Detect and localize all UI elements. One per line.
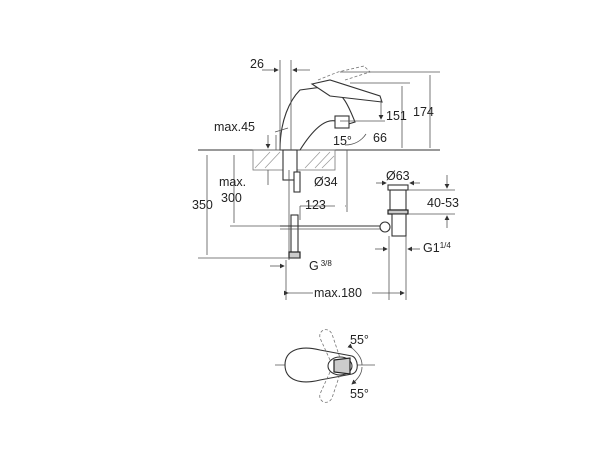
dim-waste-range: 40-53 (427, 196, 459, 210)
angle-top: 55° (350, 333, 369, 347)
dim-outlet-height: 151 (386, 109, 407, 123)
waste-assembly (280, 184, 409, 237)
dim-max-label: max. (219, 175, 246, 189)
dim-waste-thread: G11/4 (423, 241, 451, 255)
dim-max-value: 300 (221, 191, 242, 205)
top-view (275, 329, 375, 403)
dim-spout-offset: 26 (250, 57, 264, 71)
dim-angle: 15° (333, 134, 352, 148)
dim-reach: 123 (305, 198, 326, 212)
dim-outlet-reach: 66 (373, 131, 387, 145)
dim-below-deck: 350 (192, 198, 213, 212)
faucet-body (274, 65, 383, 260)
angle-bottom: 55° (350, 387, 369, 401)
dimension-lines (198, 60, 455, 300)
dim-hole-diameter: Ø34 (314, 175, 338, 189)
dim-total-height: 174 (413, 105, 434, 119)
dim-waste-diameter: Ø63 (386, 169, 410, 183)
dim-max-width: max.180 (314, 286, 362, 300)
dim-max-deck: max.45 (214, 120, 255, 134)
